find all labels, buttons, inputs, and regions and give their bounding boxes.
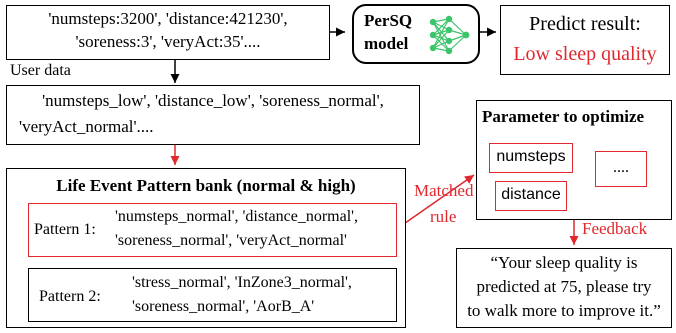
pattern-1-box: Pattern 1: 'numsteps_normal', 'distance_… <box>28 203 397 257</box>
param-item-distance: distance <box>495 181 567 211</box>
predict-result-box: Predict result: Low sleep quality <box>500 5 670 75</box>
pattern-bank-title: Life Event Pattern bank (normal & high) <box>56 176 356 195</box>
user-data-box: 'numsteps:3200', 'distance:421230', 'sor… <box>6 5 330 60</box>
model-name-line-2: model <box>364 34 409 53</box>
params-title: Parameter to optimize <box>482 107 645 126</box>
persq-model-box: PerSQ model <box>352 4 480 64</box>
feedback-line-1: “Your sleep quality is <box>490 253 638 272</box>
param-ellipsis: .... <box>613 159 629 176</box>
discretized-data-box: 'numsteps_low', 'distance_low', 'sorenes… <box>6 85 420 145</box>
param-item-label: distance <box>501 186 561 203</box>
pattern-2-line-1: 'stress_normal', 'InZone3_normal', <box>132 274 352 291</box>
feedback-message-box: “Your sleep quality is predicted at 75, … <box>456 248 672 328</box>
pattern-1-label: Pattern 1: <box>34 221 96 238</box>
param-item-numsteps: numsteps <box>489 143 573 173</box>
model-name-line-1: PerSQ <box>364 11 413 30</box>
pattern-bank-box: Life Event Pattern bank (normal & high) … <box>6 168 406 328</box>
params-box: Parameter to optimize numsteps distance … <box>476 100 672 220</box>
pattern-1-line-1: 'numsteps_normal', 'distance_normal', <box>115 208 359 225</box>
user-data-line-1: 'numsteps:3200', 'distance:421230', <box>48 9 288 28</box>
predict-title: Predict result: <box>529 13 641 35</box>
matched-rule-label-line-2: rule <box>430 207 457 226</box>
param-item-more: .... <box>595 151 647 187</box>
arrow-pattern-to-params <box>397 174 475 229</box>
feedback-line-2: predicted at 75, please try <box>476 277 652 296</box>
param-item-label: numsteps <box>496 148 566 165</box>
discretized-line-2: 'veryAct_normal'.... <box>19 117 154 136</box>
discretized-line-1: 'numsteps_low', 'distance_low', 'sorenes… <box>42 91 384 110</box>
pattern-1-line-2: 'soreness_normal', 'veryAct_normal' <box>115 232 347 249</box>
matched-rule-label-line-1: Matched <box>414 181 474 200</box>
feedback-line-3: to walk more to improve it.” <box>467 301 661 320</box>
pattern-2-line-2: 'soreness_normal', 'AorB_A' <box>132 298 315 315</box>
user-data-label: User data <box>10 62 71 79</box>
feedback-label: Feedback <box>582 219 648 238</box>
user-data-line-2: 'soreness:3', 'veryAct:35'.... <box>75 32 261 51</box>
predict-value: Low sleep quality <box>513 43 657 65</box>
pattern-2-box: Pattern 2: 'stress_normal', 'InZone3_nor… <box>28 268 397 322</box>
pattern-2-label: Pattern 2: <box>39 288 101 305</box>
neural-network-icon <box>429 15 470 55</box>
